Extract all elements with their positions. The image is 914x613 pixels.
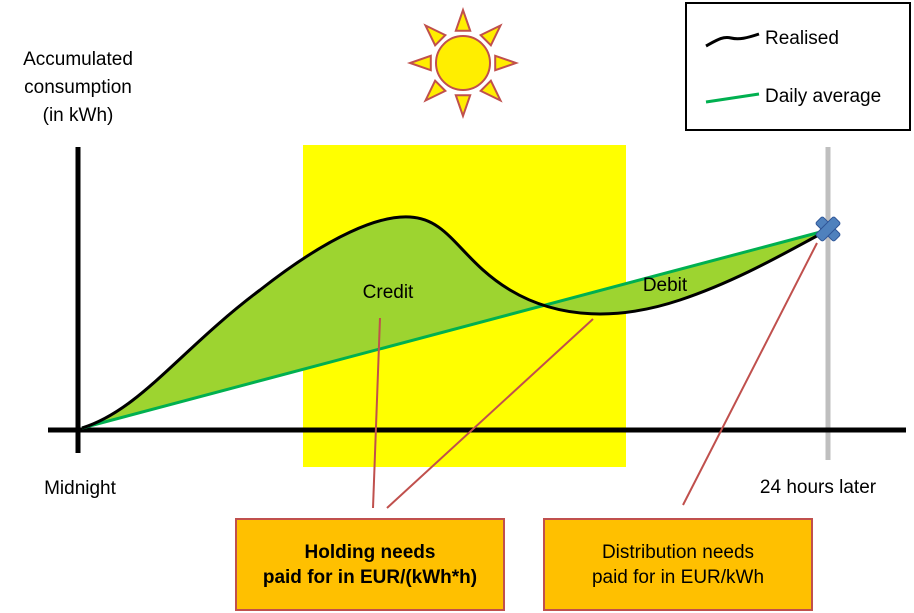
- leader-line-distribution: [682, 242, 818, 506]
- y-axis-label-line-3: (in kWh): [42, 105, 114, 126]
- distribution-needs-callout: Distribution needs paid for in EUR/kWh: [543, 518, 813, 611]
- credit-label: Credit: [363, 282, 414, 303]
- x-axis-start-label: Midnight: [44, 478, 117, 499]
- leader-line-credit: [372, 317, 381, 509]
- distribution-needs-line-1: Distribution needs: [601, 541, 755, 563]
- holding-needs-line-2: paid for in EUR/(kWh*h): [262, 566, 478, 588]
- legend-realised-swatch: [705, 32, 760, 48]
- legend-daily-average-label: Daily average: [765, 86, 882, 107]
- x-marker-icon: [815, 216, 841, 242]
- sun-icon: [406, 6, 520, 120]
- credit-debit-area: [82, 216, 828, 428]
- debit-label: Debit: [643, 275, 688, 296]
- sun-ray: [478, 23, 503, 48]
- legend-daily-average-swatch: [705, 92, 760, 104]
- y-axis-label-line-1: Accumulated: [23, 49, 133, 70]
- holding-needs-callout: Holding needs paid for in EUR/(kWh*h): [235, 518, 505, 611]
- sun-ray: [478, 78, 503, 103]
- sun-ray: [454, 6, 472, 32]
- holding-needs-line-1: Holding needs: [304, 541, 436, 563]
- sun-ray: [406, 54, 432, 72]
- sun-ray: [423, 78, 448, 103]
- x-axis-end-label: 24 hours later: [760, 477, 877, 498]
- y-axis-label-line-2: consumption: [24, 77, 132, 98]
- legend: Realised Daily average: [685, 2, 911, 131]
- y-axis-label: Accumulated consumption (in kWh): [8, 46, 148, 130]
- daily-average-line: [81, 228, 829, 430]
- realised-curve: [81, 215, 829, 430]
- legend-realised-label: Realised: [765, 28, 839, 49]
- sun-ray: [454, 94, 472, 120]
- leader-line-debit: [386, 318, 594, 509]
- distribution-needs-line-2: paid for in EUR/kWh: [591, 566, 765, 588]
- sun-ray: [423, 23, 448, 48]
- sun-ray: [494, 54, 520, 72]
